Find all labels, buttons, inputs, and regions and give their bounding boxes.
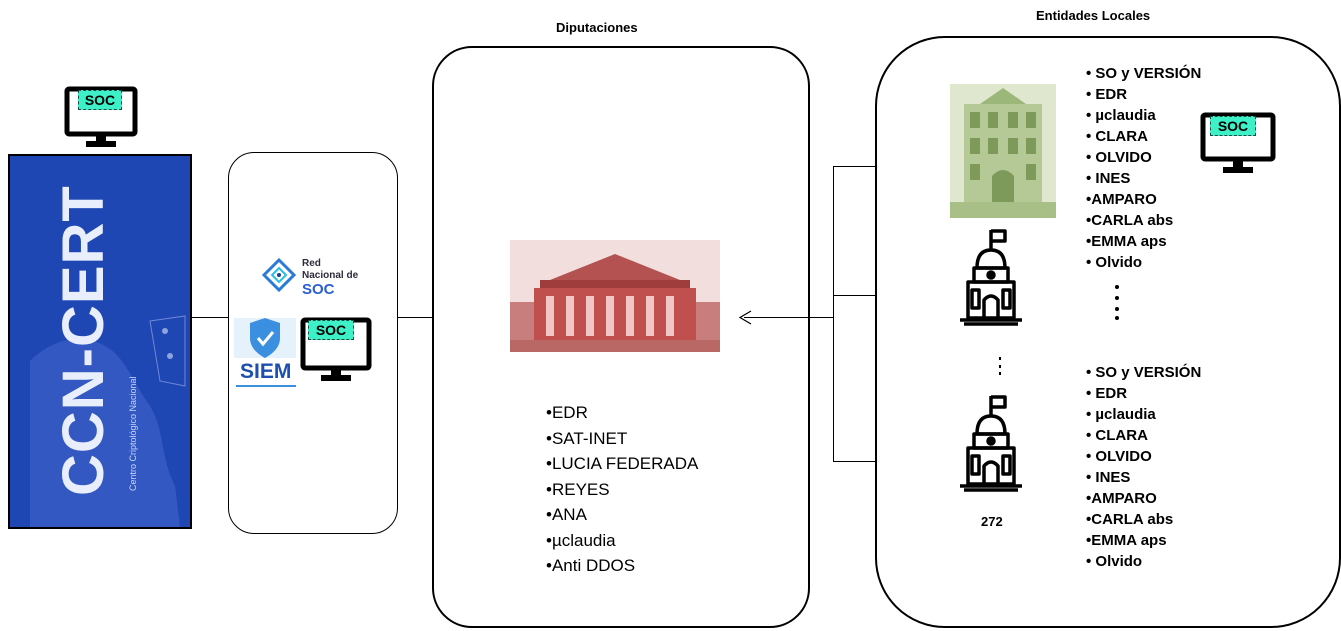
list-item: • Olvido — [1086, 553, 1143, 570]
connector-line — [190, 317, 228, 318]
entidades-services-list-bottom: • SO y VERSIÓN • EDR • µclaudia • CLARA … — [1086, 362, 1201, 572]
list-item: •SAT-INET — [546, 428, 628, 448]
entidades-title: Entidades Locales — [1036, 8, 1151, 23]
list-item: •CARLA abs — [1086, 511, 1174, 528]
ccn-cert-logo: CCN-CERT Centro Criptológico Nacional — [8, 154, 192, 529]
list-item: • EDR — [1086, 385, 1128, 402]
list-item: •EMMA aps — [1086, 532, 1167, 549]
town-hall-icon — [958, 394, 1024, 492]
list-item: •ANA — [546, 505, 587, 524]
connector-line — [833, 166, 834, 462]
list-item: •Anti DDOS — [546, 556, 636, 575]
list-item: • Olvido — [1086, 254, 1143, 271]
ayuntamiento-image — [950, 84, 1056, 218]
list-item: • EDR — [1086, 86, 1128, 103]
list-item: •EDR — [546, 403, 588, 422]
network-icon — [261, 257, 297, 296]
siem-label: SIEM — [240, 360, 292, 383]
list-item: • INES — [1086, 469, 1131, 486]
red-nacional-line2: Nacional de — [302, 270, 359, 281]
list-item: • OLVIDO — [1086, 448, 1152, 465]
monitor-icon: SOC — [64, 86, 138, 150]
monitor-icon: SOC — [1200, 112, 1276, 176]
connector-line — [398, 317, 432, 318]
list-item: • CLARA — [1086, 128, 1148, 145]
monitor-icon: SOC — [300, 314, 372, 384]
list-item: •EMMA aps — [1086, 233, 1167, 250]
list-item: •AMPARO — [1086, 191, 1157, 208]
entidades-services-list-top: • SO y VERSIÓN • EDR • µclaudia • CLARA … — [1086, 63, 1201, 273]
ccn-cert-text: CCN-CERT — [51, 185, 116, 496]
arrow-left-icon — [738, 310, 752, 325]
list-item: • OLVIDO — [1086, 149, 1152, 166]
list-item: • µclaudia — [1086, 107, 1156, 124]
list-item: •REYES — [546, 479, 610, 499]
diputaciones-title: Diputaciones — [556, 20, 638, 35]
list-item: •CARLA abs — [1086, 212, 1174, 229]
ellipsis-vertical — [1114, 284, 1120, 320]
list-item: • CLARA — [1086, 427, 1148, 444]
diputacion-building-image — [510, 240, 720, 352]
list-item: • INES — [1086, 170, 1131, 187]
list-item: • SO y VERSIÓN — [1086, 364, 1202, 381]
entidades-count: 272 — [981, 514, 1003, 529]
list-item: • µclaudia — [1086, 406, 1156, 423]
list-item: •LUCIA FEDERADA — [546, 454, 699, 473]
diputaciones-services-list: •EDR •SAT-INET •LUCIA FEDERADA •REYES •A… — [546, 400, 698, 579]
list-item: •µclaudia — [546, 530, 616, 550]
soc-label: SOC — [308, 320, 354, 340]
siem-underline — [236, 385, 296, 387]
soc-label: SOC — [78, 90, 122, 110]
list-item: • SO y VERSIÓN — [1086, 65, 1202, 82]
soc-label: SOC — [1210, 116, 1256, 136]
ccn-cert-subtitle: Centro Criptológico Nacional — [128, 376, 138, 491]
red-nacional-line1: Red — [302, 258, 321, 269]
connector-line — [744, 317, 834, 318]
red-nacional-line3: SOC — [302, 281, 335, 298]
ellipsis-vertical — [998, 356, 1002, 376]
town-hall-icon — [958, 228, 1024, 326]
shield-icon — [234, 314, 296, 362]
list-item: •AMPARO — [1086, 490, 1157, 507]
